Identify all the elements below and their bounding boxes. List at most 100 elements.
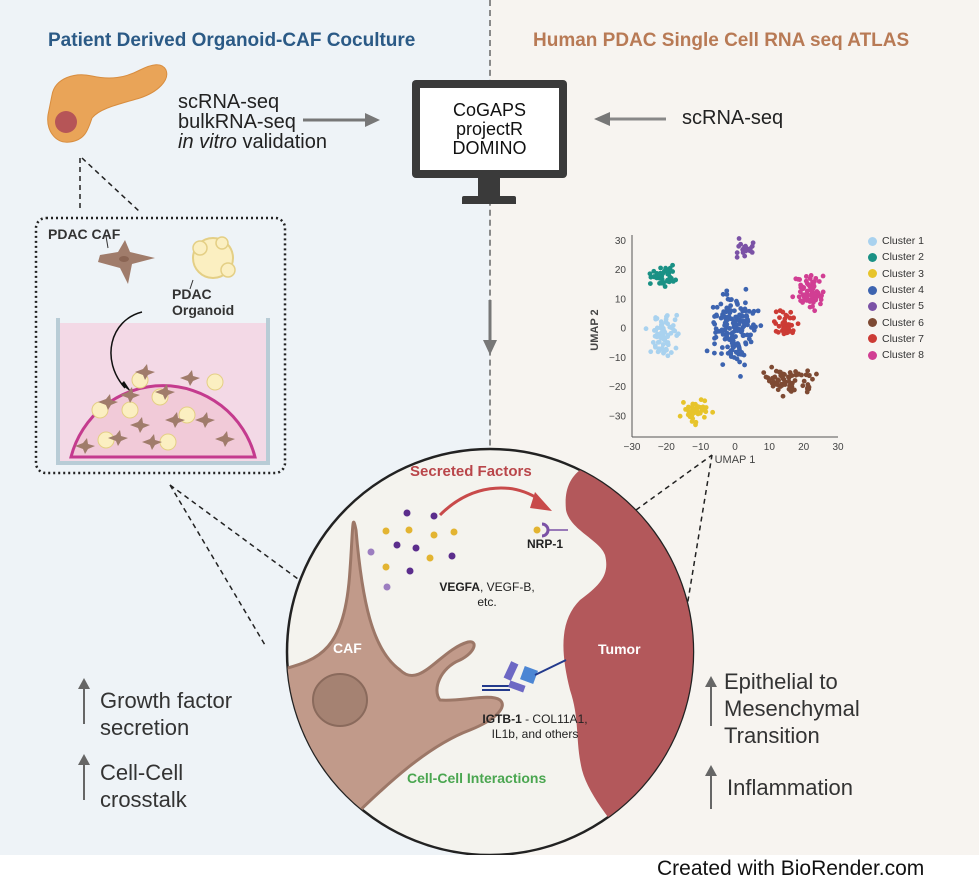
- umap-point-cluster-4: [725, 350, 731, 356]
- legend-entry: Cluster 5: [868, 298, 924, 314]
- computer-monitor-icon: CoGAPS projectR DOMINO: [412, 80, 567, 178]
- organoid-label-line2: Organoid: [172, 302, 235, 318]
- umap-point-cluster-1: [668, 350, 674, 355]
- umap-point-cluster-1: [661, 350, 666, 356]
- umap-point-cluster-6: [769, 375, 775, 381]
- umap-point-cluster-4: [725, 317, 731, 323]
- umap-point-cluster-3: [697, 410, 703, 416]
- umap-point-cluster-3: [703, 405, 709, 410]
- method-bulkrna: bulkRNA-seq: [178, 111, 296, 133]
- umap-point-cluster-1: [669, 325, 674, 331]
- umap-point-cluster-6: [793, 369, 798, 374]
- umap-point-cluster-1: [658, 319, 664, 325]
- umap-point-cluster-7: [775, 329, 781, 335]
- umap-point-cluster-1: [665, 353, 671, 359]
- umap-point-cluster-3: [698, 397, 704, 403]
- outcome-line: Epithelial to: [724, 669, 838, 694]
- umap-point-cluster-4: [712, 341, 717, 347]
- umap-point-cluster-2: [670, 262, 675, 268]
- umap-point-cluster-8: [810, 290, 816, 296]
- umap-point-cluster-4: [724, 322, 730, 327]
- x-axis-label: UMAP 1: [715, 454, 756, 465]
- umap-point-cluster-1: [672, 317, 678, 323]
- umap-point-cluster-2: [663, 265, 669, 271]
- umap-point-cluster-4: [742, 306, 748, 312]
- biorender-credit: Created with BioRender.com: [657, 857, 925, 880]
- umap-point-cluster-4: [742, 300, 748, 306]
- umap-point-cluster-4: [737, 312, 743, 318]
- umap-point-cluster-2: [658, 280, 664, 286]
- umap-point-cluster-7: [788, 309, 794, 315]
- legend-label: Cluster 7: [882, 332, 925, 345]
- organoid-in-well: [159, 433, 177, 451]
- secreted-factor-dot: [382, 563, 390, 571]
- umap-point-cluster-6: [805, 368, 811, 374]
- umap-point-cluster-5: [734, 254, 740, 260]
- umap-point-cluster-2: [665, 277, 670, 283]
- umap-point-cluster-1: [648, 349, 654, 355]
- legend-swatch: [868, 252, 877, 262]
- umap-point-cluster-4: [714, 313, 720, 319]
- arrow-right-icon: [303, 113, 380, 127]
- caf-in-well: [195, 412, 215, 428]
- umap-point-cluster-8: [803, 274, 809, 279]
- umap-point-cluster-4: [719, 329, 725, 335]
- umap-point-cluster-1: [660, 326, 666, 331]
- outcome-line: Transition: [724, 723, 820, 748]
- outcome-emt: Epithelial to Mesenchymal Transition: [724, 668, 860, 749]
- legend-entry: Cluster 8: [868, 347, 924, 363]
- umap-point-cluster-4: [741, 320, 747, 326]
- umap-point-cluster-4: [730, 335, 736, 340]
- umap-point-cluster-3: [681, 400, 686, 405]
- umap-point-cluster-1: [643, 326, 649, 332]
- umap-point-cluster-4: [704, 348, 710, 354]
- umap-point-cluster-7: [780, 309, 786, 315]
- umap-point-cluster-6: [806, 373, 812, 379]
- umap-point-cluster-8: [816, 279, 822, 284]
- outcome-line: crosstalk: [100, 787, 187, 812]
- secreted-factor-dot: [383, 583, 391, 591]
- caf-in-well: [120, 387, 140, 403]
- umap-point-cluster-4: [755, 308, 761, 314]
- umap-point-cluster-7: [780, 321, 786, 327]
- igtb-label: IGTB-1 - COL11A1, IL1b, and others: [460, 712, 610, 742]
- organoid-label: PDAC Organoid: [172, 286, 234, 318]
- umap-point-cluster-1: [673, 345, 679, 351]
- umap-point-cluster-7: [776, 323, 782, 329]
- umap-point-cluster-6: [792, 387, 797, 393]
- secreted-factor-dot: [405, 526, 413, 534]
- x-tick-label: 0: [732, 442, 738, 453]
- umap-point-cluster-1: [672, 328, 678, 334]
- x-tick-label: 30: [832, 442, 844, 453]
- caf-cell-large: [287, 520, 504, 855]
- umap-point-cluster-1: [655, 332, 661, 338]
- umap-point-cluster-7: [787, 315, 793, 321]
- umap-point-cluster-4: [739, 328, 745, 333]
- caf-in-well: [142, 434, 162, 450]
- umap-point-cluster-6: [778, 384, 783, 389]
- umap-point-cluster-2: [660, 271, 666, 276]
- umap-point-cluster-1: [658, 335, 664, 341]
- secreted-factor-dot: [367, 548, 375, 556]
- legend-label: Cluster 4: [882, 284, 925, 297]
- connector-line: [169, 484, 314, 591]
- umap-point-cluster-4: [741, 323, 747, 329]
- umap-point-cluster-4: [720, 291, 726, 297]
- umap-point-cluster-4: [710, 304, 716, 310]
- legend-swatch: [868, 334, 877, 344]
- vegf-label: VEGFA, VEGF-B, etc.: [417, 580, 557, 610]
- umap-point-cluster-1: [660, 342, 666, 347]
- umap-point-cluster-7: [771, 319, 777, 324]
- legend-swatch: [868, 236, 877, 246]
- umap-point-cluster-2: [665, 271, 671, 277]
- umap-point-cluster-8: [790, 294, 796, 300]
- umap-point-cluster-4: [714, 304, 720, 310]
- umap-point-cluster-5: [734, 250, 740, 256]
- monitor-base: [462, 196, 516, 204]
- validation-rest: validation: [236, 131, 327, 153]
- umap-point-cluster-6: [780, 393, 786, 399]
- umap-point-cluster-4: [732, 308, 737, 314]
- outcome-line: Mesenchymal: [724, 696, 860, 721]
- umap-point-cluster-2: [670, 269, 676, 274]
- legend-entry: Cluster 4: [868, 282, 924, 298]
